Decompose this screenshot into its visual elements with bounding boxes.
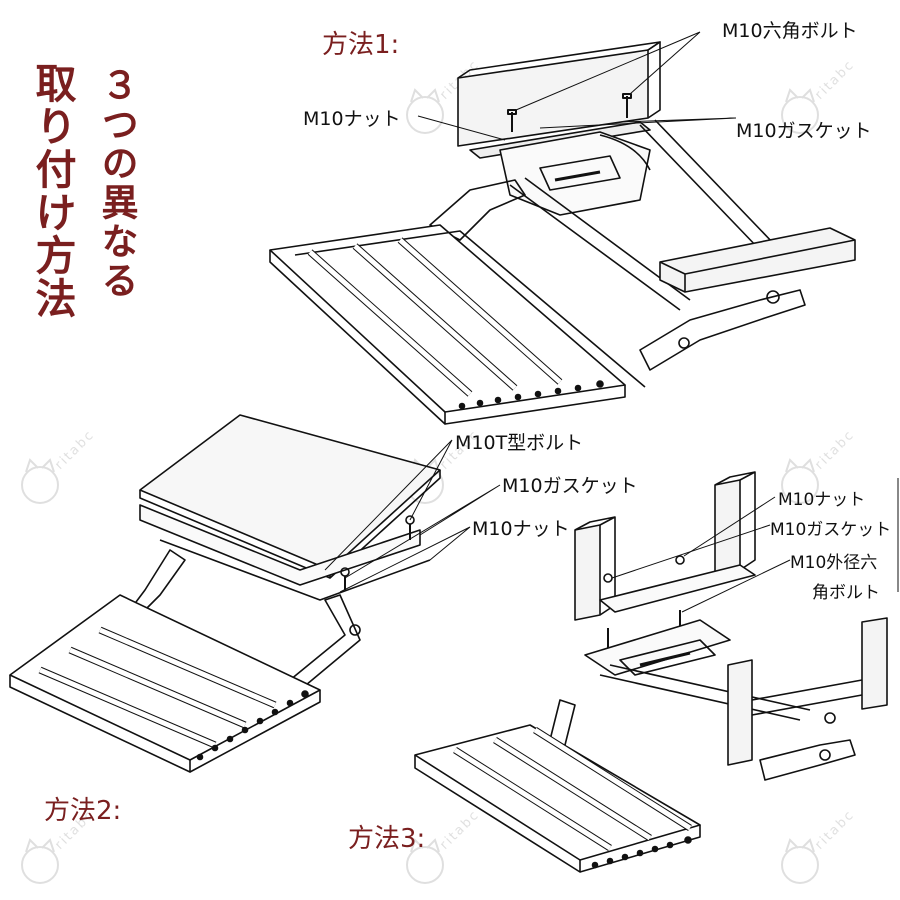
watermark-logo: ritabc (406, 427, 483, 504)
method1-part-hex-bolt: M10六角ボルト (722, 20, 858, 42)
method2-part-gasket: M10ガスケット (502, 475, 638, 497)
method3-part-gasket: M10ガスケット (770, 520, 892, 540)
method1-part-nut: M10ナット (303, 108, 401, 130)
watermark-logo: ritabc (781, 57, 858, 134)
method1-part-gasket: M10ガスケット (736, 120, 872, 142)
title-sub: ３つの異なる (95, 66, 138, 300)
method3-label: 方法3: (348, 824, 426, 854)
watermark-logo: ritabc (781, 427, 858, 504)
method3-part-nut: M10ナット (778, 490, 866, 510)
title-main: 取り付け方法 (28, 62, 76, 320)
watermark-logo: ritabc (781, 807, 858, 884)
watermark-logo: ritabc (406, 807, 483, 884)
method3-part-outer-hex-bolt-line1: M10外径六 (790, 553, 878, 573)
watermark-logo: ritabc (21, 807, 98, 884)
method3-part-outer-hex-bolt-line2: 角ボルト (812, 583, 880, 603)
method1-label: 方法1: (322, 30, 400, 60)
method2-label: 方法2: (44, 796, 122, 826)
method2-part-nut: M10ナット (472, 518, 570, 540)
watermark-logo: ritabc (21, 427, 98, 504)
method2-part-t-bolt: M10T型ボルト (455, 432, 584, 454)
